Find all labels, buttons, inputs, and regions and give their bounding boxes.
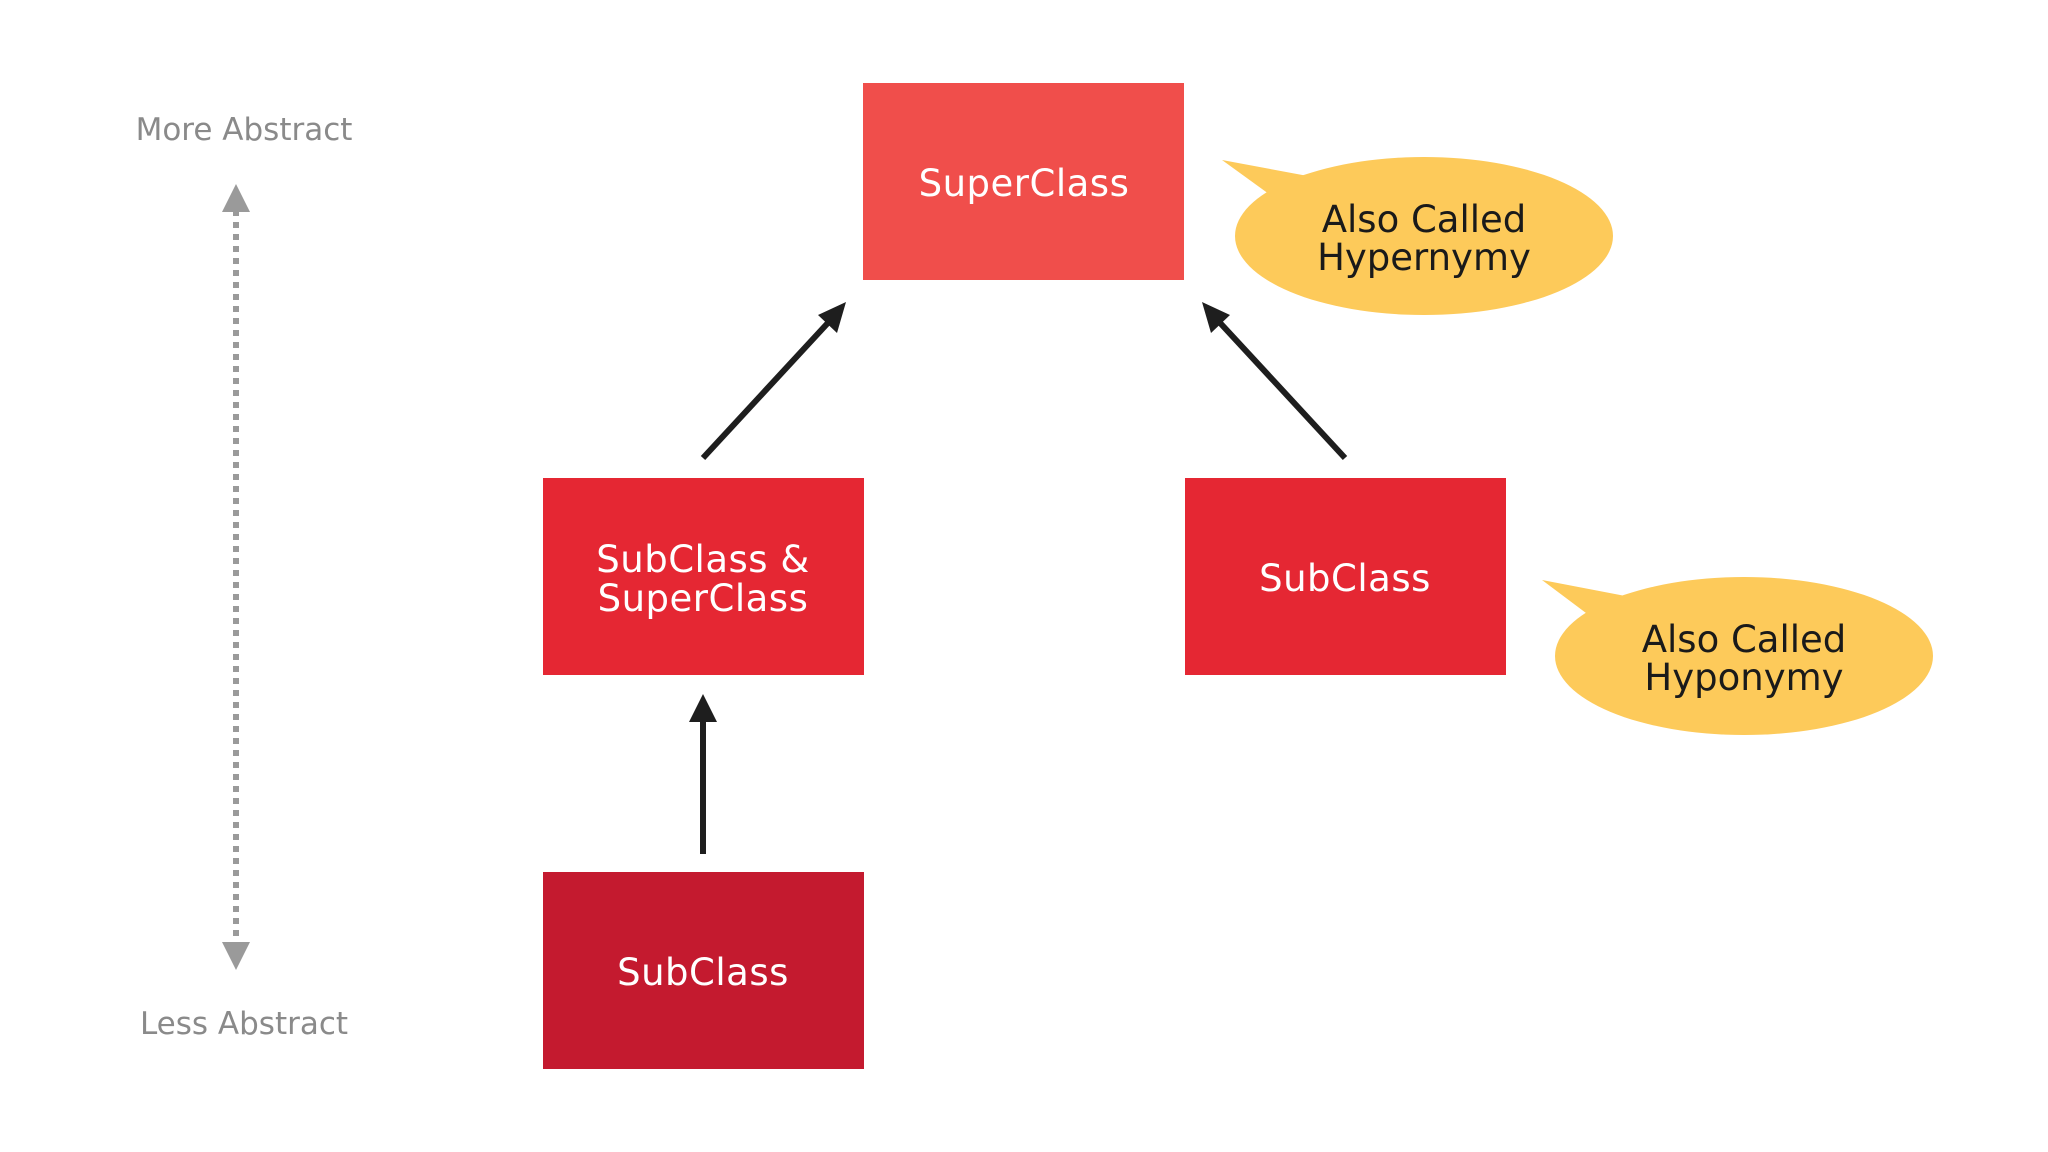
hyponymy-callout-line2: Hyponymy [1644,656,1843,699]
superclass-node: SuperClass [863,83,1184,280]
arrow-middle-to-superclass [700,309,841,461]
right-subclass-box [1185,478,1506,675]
middle-box [543,478,864,675]
bottom-subclass-box [543,872,864,1069]
scale-arrow-up-icon [222,184,250,212]
middle-label-line1: SubClass & [596,538,809,581]
hypernymy-callout-line2: Hypernymy [1317,236,1531,279]
superclass-box [863,83,1184,280]
middle-node: SubClass & SuperClass [543,478,864,675]
scale-arrow-down-icon [222,942,250,970]
arrowhead-bottom-to-middle-icon [689,694,717,722]
hypernymy-callout-bubble [1235,157,1613,315]
bottom-subclass-node: SubClass [543,872,864,1069]
hypernymy-callout-line1: Also Called [1322,198,1527,241]
inheritance-arrows [689,302,1348,854]
right-subclass-node: SubClass [1185,478,1506,675]
right-subclass-label: SubClass [1259,557,1431,600]
more-abstract-label: More Abstract [136,112,353,148]
arrow-right-subclass-to-superclass [1207,309,1348,461]
arrowhead-middle-to-superclass-icon [818,302,846,333]
middle-label-line2: SuperClass [598,577,809,620]
abstraction-scale: More Abstract Less Abstract [136,112,353,1042]
superclass-label: SuperClass [919,162,1130,205]
bottom-subclass-label: SubClass [617,951,789,994]
hyponymy-callout-bubble [1555,577,1933,735]
hyponymy-callout-line1: Also Called [1642,618,1847,661]
less-abstract-label: Less Abstract [140,1006,348,1042]
hyponymy-callout: Also Called Hyponymy [1542,577,1933,735]
arrowhead-right-subclass-to-superclass-icon [1202,302,1230,333]
hypernymy-callout: Also Called Hypernymy [1222,157,1613,315]
